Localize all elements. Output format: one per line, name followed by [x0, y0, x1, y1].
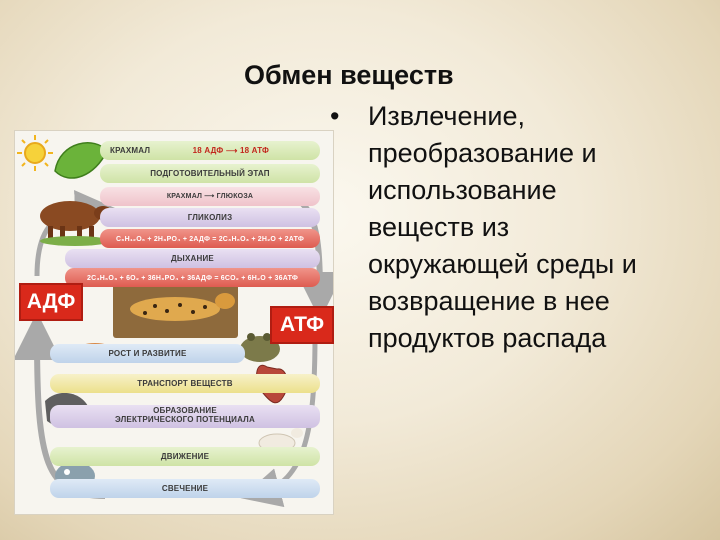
band-starch: КРАХМАЛ 18 АДФ ⟶ 18 АТФ: [100, 141, 320, 160]
band-growth: РОСТ И РАЗВИТИЕ: [50, 344, 245, 363]
metabolism-diagram: КРАХМАЛ 18 АДФ ⟶ 18 АТФ ПОДГОТОВИТЕЛЬНЫЙ…: [14, 130, 334, 515]
bullet-list: • Извлечение, преобразование и использов…: [330, 98, 710, 357]
band-glow: СВЕЧЕНИЕ: [50, 479, 320, 498]
sun-icon: [17, 135, 53, 171]
band-glycolysis: ГЛИКОЛИЗ: [100, 208, 320, 227]
atp-note: 18 АДФ ⟶ 18 АТФ: [192, 146, 270, 155]
band-potential-line2: ЭЛЕКТРИЧЕСКОГО ПОТЕНЦИАЛА: [115, 415, 255, 424]
cow-icon: [40, 201, 112, 246]
band-movement: ДВИЖЕНИЕ: [50, 447, 320, 466]
adp-badge: АДФ: [19, 283, 83, 321]
bullet-item: • Извлечение, преобразование и использов…: [330, 98, 710, 357]
band-starch-label: КРАХМАЛ: [110, 146, 151, 155]
bullet-text: Извлечение, преобразование и использован…: [368, 101, 637, 353]
band-respiration-equation: 2C₃H₆O₃ + 6O₂ + 36H₃PO₄ + 36АДФ = 6CO₂ +…: [65, 268, 320, 287]
respiration-equation: 2C₃H₆O₃ + 6O₂ + 36H₃PO₄ + 36АДФ = 6CO₂ +…: [87, 275, 298, 282]
band-prep-stage: ПОДГОТОВИТЕЛЬНЫЙ ЭТАП: [100, 164, 320, 183]
bullet-marker: •: [330, 101, 340, 131]
band-transport: ТРАНСПОРТ ВЕЩЕСТВ: [50, 374, 320, 393]
band-potential: ОБРАЗОВАНИЕ ЭЛЕКТРИЧЕСКОГО ПОТЕНЦИАЛА: [50, 405, 320, 428]
cheetah-icon: [113, 283, 238, 338]
band-starch-glucose: КРАХМАЛ ⟶ ГЛЮКОЗА: [100, 187, 320, 206]
slide-title: Обмен веществ: [244, 60, 454, 90]
band-potential-line1: ОБРАЗОВАНИЕ: [153, 406, 217, 415]
glycolysis-equation: C₆H₁₂O₆ + 2H₃PO₄ + 2АДФ = 2C₃H₆O₃ + 2H₂O…: [115, 236, 305, 243]
band-respiration: ДЫХАНИЕ: [65, 249, 320, 268]
band-glycolysis-equation: C₆H₁₂O₆ + 2H₃PO₄ + 2АДФ = 2C₃H₆O₃ + 2H₂O…: [100, 229, 320, 248]
atp-badge: АТФ: [270, 306, 334, 344]
diagram-arrows: [15, 135, 333, 508]
